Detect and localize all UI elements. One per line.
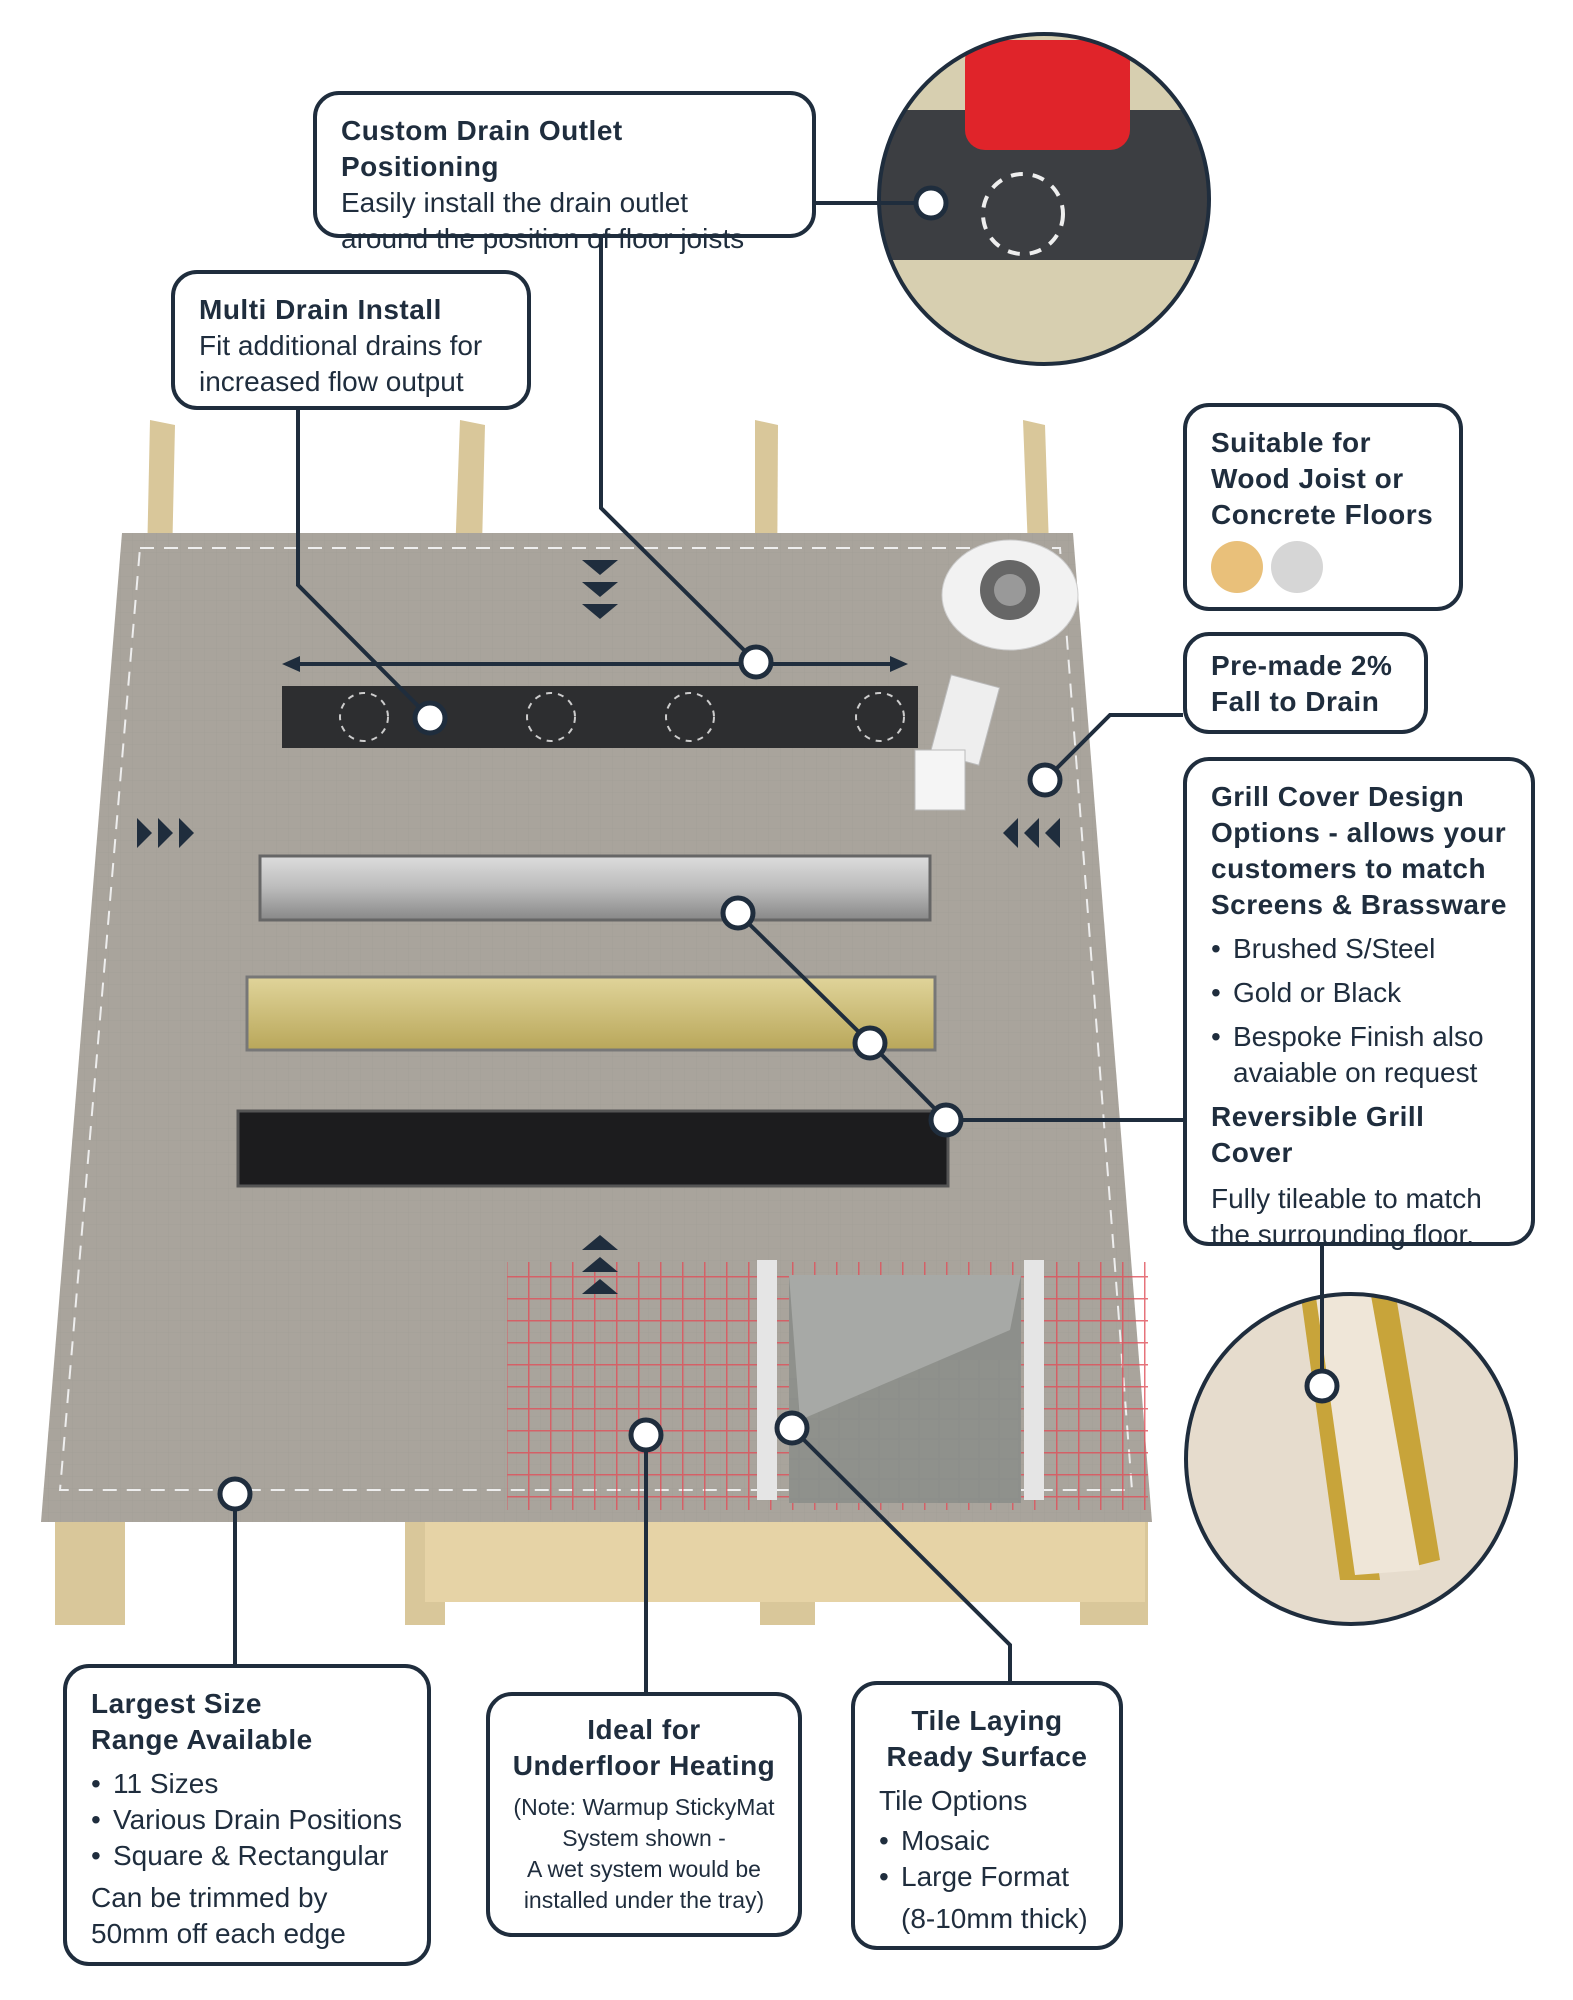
callout-title: Suitable for [1211,427,1372,458]
callout-title: Wood Joist or [1211,463,1404,494]
callout-title: Concrete Floors [1211,499,1434,530]
callout-text: installed under the tray) [523,1887,765,1913]
callout-title: Fall to Drain [1211,686,1380,717]
callout-text: A wet system would be [527,1856,761,1882]
list-item: 11 Sizes [91,1766,403,1802]
drain-channel [282,686,918,748]
callout-underfloor-heating: Ideal for Underfloor Heating (Note: Warm… [486,1692,802,1937]
callout-text: Fully tileable to match the surrounding … [1211,1183,1482,1250]
list-item: Bespoke Finish also avaiable on request [1211,1019,1507,1091]
callout-dots [217,185,1340,1512]
callout-text: System shown - [562,1825,726,1851]
callout-title: Options - allows your [1211,817,1507,848]
callout-largest-size: Largest Size Range Available 11 SizesVar… [63,1664,431,1966]
wood-swatch-icon [1211,541,1263,593]
callout-grill-cover: Grill Cover Design Options - allows your… [1183,757,1535,1250]
callout-multi-drain: Multi Drain Install Fit additional drain… [171,270,531,410]
callout-title: Grill Cover Design [1211,781,1465,812]
gold-drain [245,975,937,1052]
callout-title: Ideal for [587,1714,701,1745]
callout-fall-to-drain: Pre-made 2% Fall to Drain [1183,632,1428,734]
callout-subtitle: Reversible Grill Cover [1211,1101,1425,1168]
callout-title: Tile Laying [911,1705,1063,1736]
callout-suitable-floors: Suitable for Wood Joist or Concrete Floo… [1183,403,1463,611]
list-item: Large Format [879,1859,1095,1895]
tileable-grill-inset [1186,1294,1516,1624]
list-item: Mosaic [879,1823,1095,1859]
list-item: Various Drain Positions [91,1802,403,1838]
callout-title: Multi Drain Install [199,294,442,325]
steel-drain [258,854,932,922]
callout-title: Underfloor Heating [512,1750,776,1781]
callout-text: Easily install the drain outlet [341,187,689,218]
callout-text: Can be trimmed by 50mm off each edge [91,1882,346,1949]
callout-text: (Note: Warmup StickyMat [513,1794,775,1820]
black-drain [236,1109,950,1188]
drain-outlet [914,539,1079,811]
callout-note: (8-10mm thick) [901,1903,1088,1934]
fall-arrows [137,560,1060,1294]
callout-text: Fit additional drains for [199,330,483,361]
callout-subtitle: Tile Options [879,1785,1028,1816]
list-item: Brushed S/Steel [1211,931,1507,967]
callout-title: customers to match [1211,853,1487,884]
callout-custom-drain: Custom Drain Outlet Positioning Easily i… [313,91,816,254]
callout-title: Custom Drain Outlet Positioning [341,115,623,182]
callout-title: Largest Size [91,1688,262,1719]
concrete-swatch-icon [1271,541,1323,593]
hole-saw-inset [879,34,1209,364]
callout-title: Range Available [91,1724,313,1755]
callout-text: increased flow output [199,366,464,397]
callout-title: Screens & Brassware [1211,889,1507,920]
callout-tile-ready: Tile Laying Ready Surface Tile Options M… [851,1681,1123,1950]
list-item: Square & Rectangular [91,1838,403,1874]
list-item: Gold or Black [1211,975,1507,1011]
callout-text: around the position of floor joists [341,223,745,254]
callout-title: Ready Surface [886,1741,1088,1772]
callout-title: Pre-made 2% [1211,650,1393,681]
